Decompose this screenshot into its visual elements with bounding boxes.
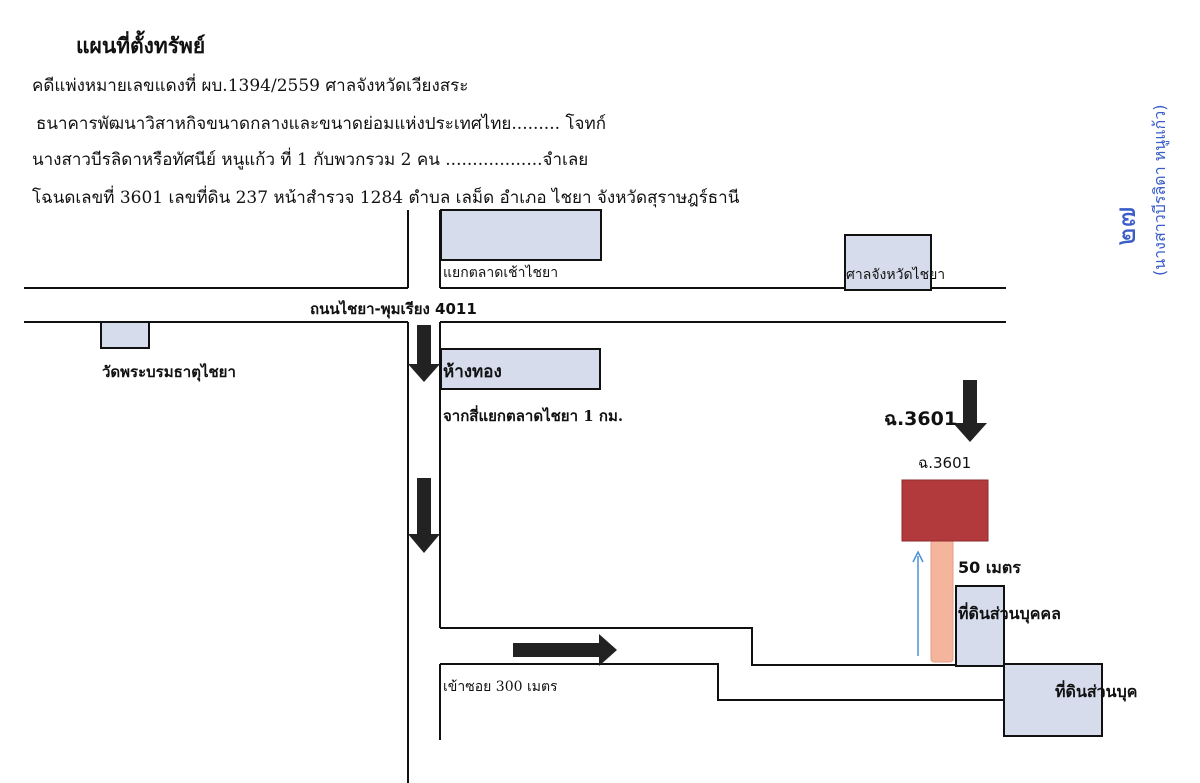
distance-note: จากสี่แยกตลาดไชยา 1 กม. <box>443 407 624 425</box>
main-road-label: ถนนไชยา-พุมเรียง 4011 <box>310 300 477 318</box>
down-arrow-1 <box>408 325 440 382</box>
stamp-number: ๒๗ <box>1109 206 1142 246</box>
private-land-box-2 <box>1003 663 1103 737</box>
gold-shop-box <box>440 348 601 390</box>
temple-box <box>100 321 150 349</box>
court-box <box>844 234 932 291</box>
parcel-3601 <box>901 479 989 542</box>
court-label: ศาลจังหวัดไชยา <box>846 267 946 283</box>
guide-arrow-head <box>912 550 924 563</box>
private-land-box-1 <box>955 585 1005 667</box>
stamp-name: (นางสาวบีรลิดา หนูแก้ว) <box>1150 104 1169 276</box>
deed-line: โฉนดเลขที่ 3601 เลขที่ดิน 237 หน้าสำรวจ … <box>32 188 740 208</box>
signature-stamp: ๒๗ (นางสาวบีรลิดา หนูแก้ว) <box>1098 96 1200 276</box>
market-junction-box <box>440 209 602 261</box>
private-land-label-2: ที่ดินส่วนบุค <box>1055 682 1138 701</box>
road-lines <box>24 210 1006 783</box>
plaintiff-line: ธนาคารพัฒนาวิสาหกิจขนาดกลางและขนาดย่อมแห… <box>36 114 607 134</box>
right-arrow-soi <box>513 634 617 666</box>
access-path <box>930 539 954 663</box>
distance-50m-label: 50 เมตร <box>958 558 1021 577</box>
soi-note: เข้าซอย 300 เมตร <box>443 679 558 695</box>
temple-label: วัดพระบรมธาตุไชยา <box>102 363 236 381</box>
down-arrow-2 <box>408 478 440 553</box>
parcel-label-small: ฉ.3601 <box>918 454 972 472</box>
down-arrow-parcel <box>953 380 987 442</box>
case-line: คดีแพ่งหมายเลขแดงที่ ผบ.1394/2559 ศาลจัง… <box>32 76 469 96</box>
market-junction-label: แยกตลาดเช้าไชยา <box>443 265 559 281</box>
map-title: แผนที่ตั้งทรัพย์ <box>76 33 206 58</box>
gold-shop-label: ห้างทอง <box>443 362 502 382</box>
private-land-label-1: ที่ดินส่วนบุคคล <box>958 604 1061 623</box>
defendant-line: นางสาวบีรลิดาหรือทัศนีย์ หนูแก้ว ที่ 1 ก… <box>32 150 589 170</box>
parcel-label-large: ฉ.3601 <box>884 408 958 430</box>
